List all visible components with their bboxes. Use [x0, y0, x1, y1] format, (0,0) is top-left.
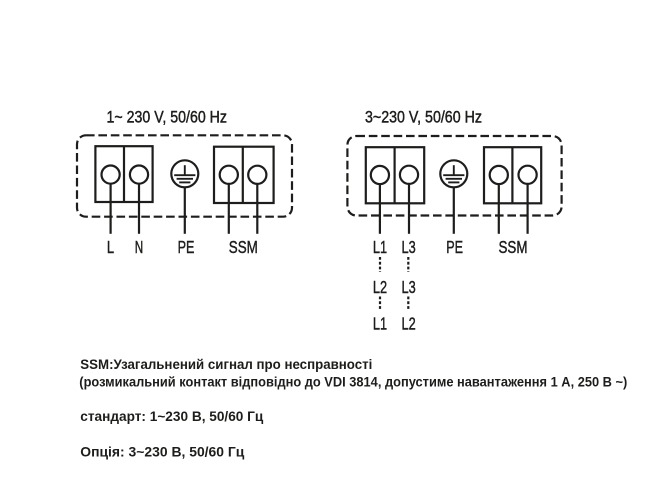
svg-text:L1: L1	[373, 237, 387, 257]
svg-text:PE: PE	[446, 237, 463, 257]
svg-text:L: L	[107, 237, 114, 257]
svg-text:PE: PE	[178, 237, 195, 257]
svg-text:(розмикальний контакт відповід: (розмикальний контакт відповідно до VDI …	[79, 374, 627, 389]
svg-text:стандарт: 1~230 В, 50/60 Гц: стандарт: 1~230 В, 50/60 Гц	[80, 409, 264, 424]
svg-text:SSM: SSM	[499, 237, 528, 257]
svg-text:L2: L2	[373, 277, 387, 297]
svg-text:SSM: SSM	[229, 237, 258, 257]
svg-text:Опція: 3~230 В, 50/60 Гц: Опція: 3~230 В, 50/60 Гц	[80, 444, 245, 459]
svg-text:3~230 V, 50/60 Hz: 3~230 V, 50/60 Hz	[365, 108, 482, 126]
svg-text:1~ 230 V, 50/60 Hz: 1~ 230 V, 50/60 Hz	[107, 108, 228, 126]
svg-text:L3: L3	[402, 277, 416, 297]
svg-text:L3: L3	[402, 237, 416, 257]
svg-text:L2: L2	[402, 314, 416, 334]
svg-text:SSM:Узагальнений сигнал про не: SSM:Узагальнений сигнал про несправності	[80, 357, 372, 372]
svg-text:N: N	[135, 237, 143, 257]
svg-text:L1: L1	[373, 314, 387, 334]
